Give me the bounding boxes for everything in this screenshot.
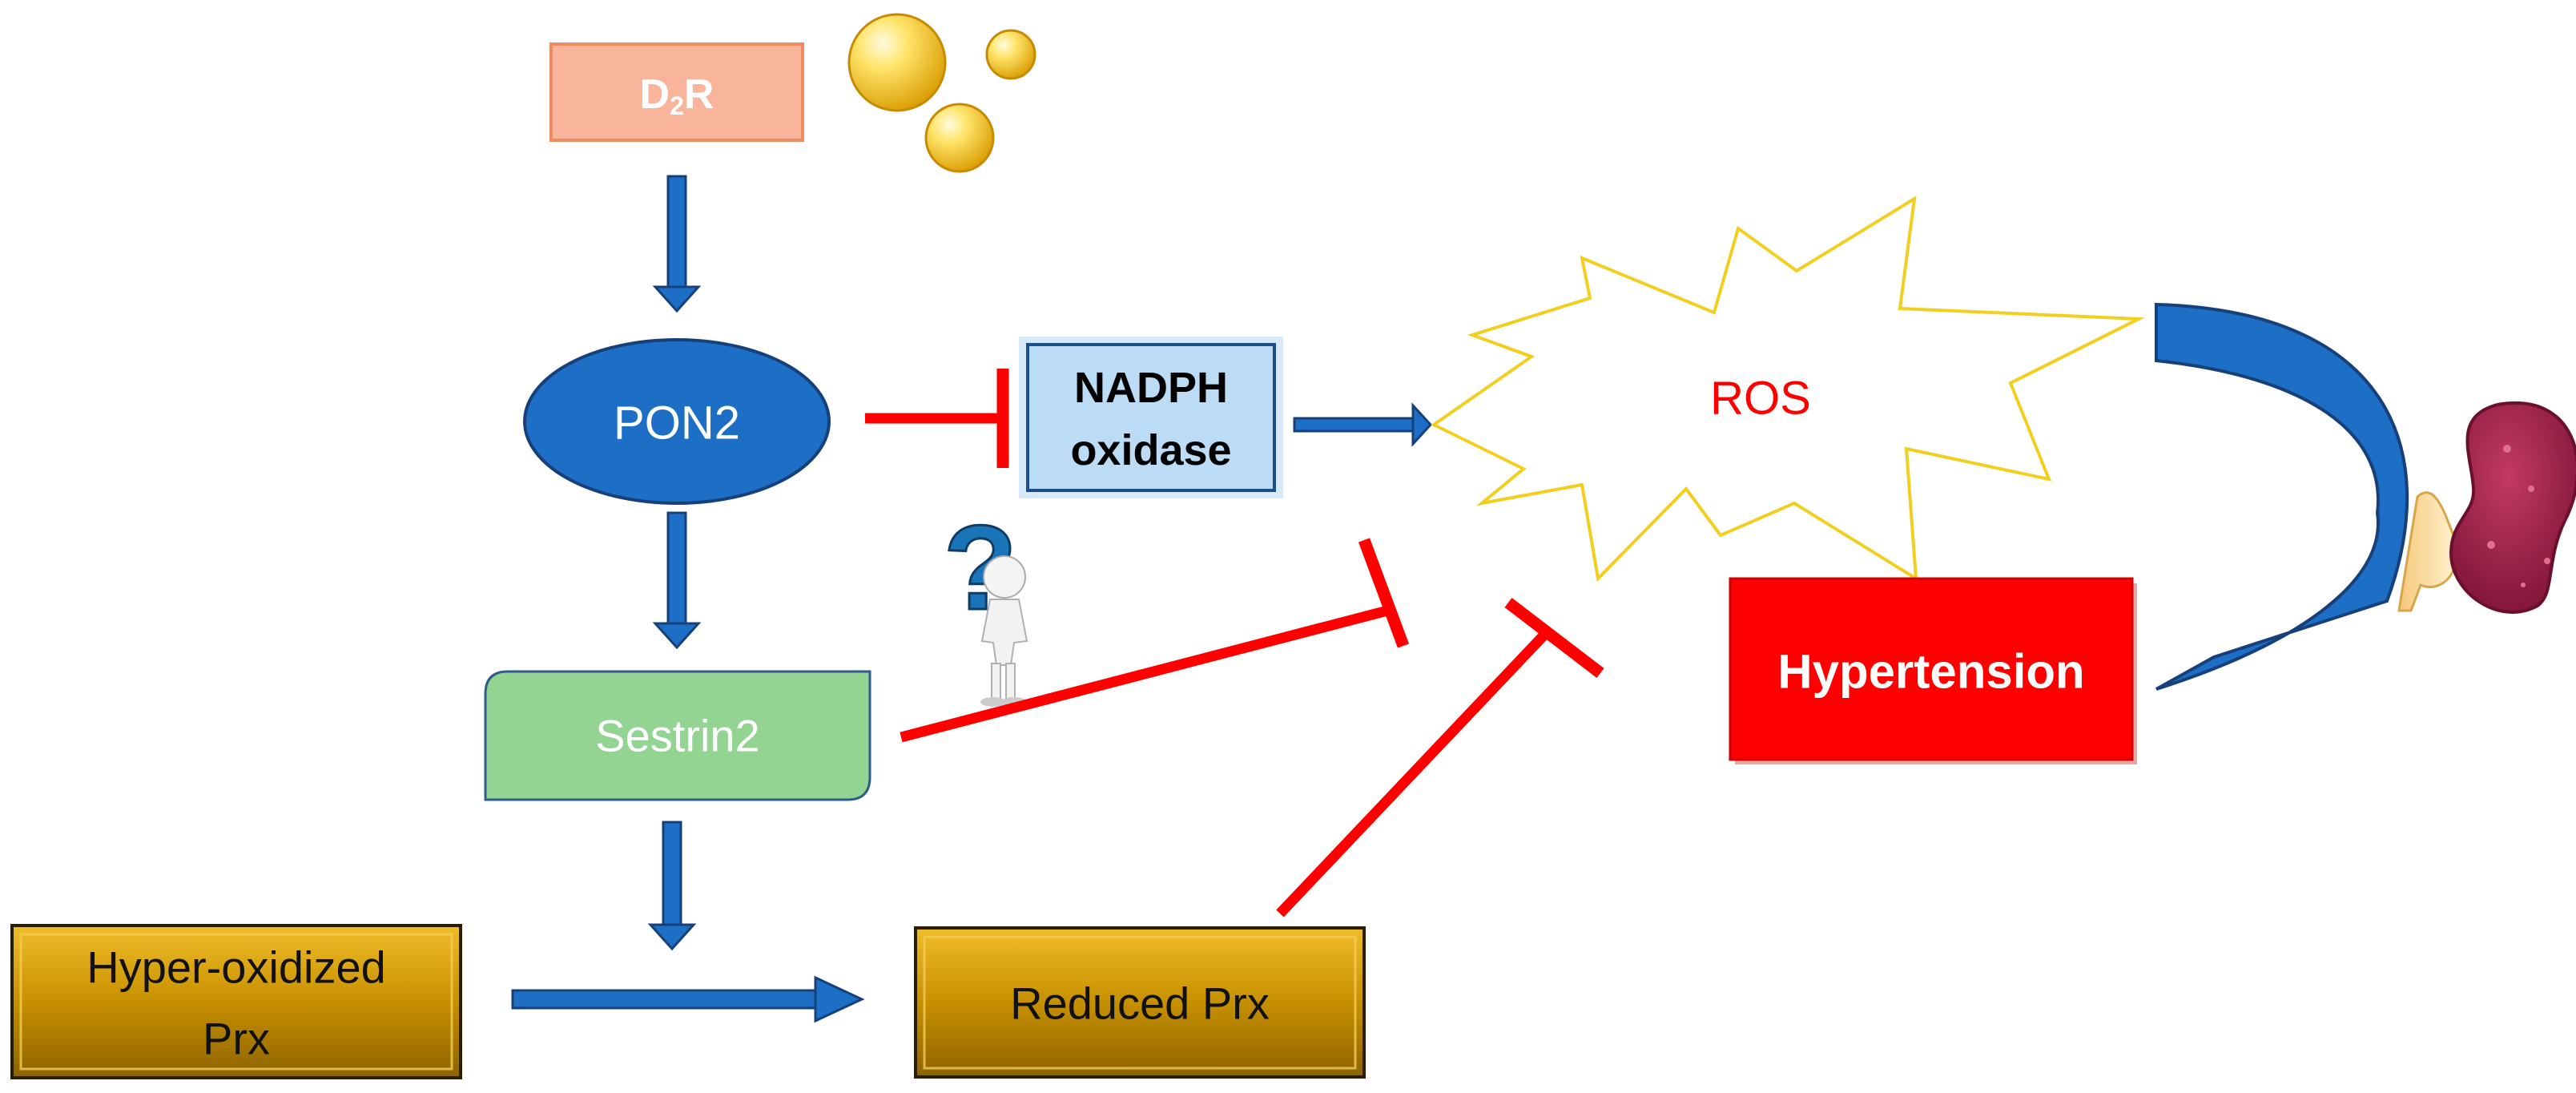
d2r-label-sub: 2: [670, 91, 684, 120]
arrow-d2r-pon2: [652, 175, 702, 313]
sestrin2-node: Sestrin2: [484, 670, 871, 801]
hyper-oxidized-prx-node: Hyper-oxidized Prx: [10, 924, 462, 1079]
hypertension-node: Hypertension: [1729, 577, 2137, 764]
kidney-icon: [2397, 401, 2576, 614]
hypertension-label: Hypertension: [1777, 645, 2084, 699]
reduced-prx-node: Reduced Prx: [914, 926, 1366, 1079]
inhibit-prx-ros: [1276, 598, 1604, 918]
pon2-node: PON2: [523, 338, 831, 505]
reduced-prx-label: Reduced Prx: [1010, 978, 1270, 1029]
inhibit-pon2-nadph: [865, 369, 1009, 468]
sestrin2-label: Sestrin2: [595, 711, 759, 761]
arrow-sestrin2-prx: [647, 821, 697, 951]
ros-label: ROS: [1710, 373, 1811, 425]
arrow-pon2-sestrin2: [652, 511, 702, 650]
hyper-prx-line1: Hyper-oxidized: [87, 942, 386, 993]
bubbles-icon: [847, 13, 1036, 173]
nadph-line2: oxidase: [1070, 426, 1231, 474]
nadph-line1: NADPH: [1074, 364, 1228, 412]
svg-text:D2R: D2R: [640, 71, 714, 120]
arrow-nadph-ros: [1293, 402, 1433, 447]
curved-arrow-ros-hypertension: [2155, 302, 2409, 691]
d2r-node: D2R: [549, 42, 804, 142]
thinking-person-icon: ?: [943, 499, 1028, 707]
d2r-label-main: D: [640, 71, 670, 118]
arrow-hyper-reduced: [511, 975, 865, 1023]
nadph-oxidase-node: NADPH oxidase: [1019, 337, 1283, 498]
hyper-prx-line2: Prx: [203, 1014, 270, 1064]
inhibit-sestrin2-ros: [900, 538, 1410, 743]
d2r-label-end: R: [684, 71, 714, 118]
ros-burst: ROS: [1431, 196, 2145, 583]
pon2-label: PON2: [614, 397, 740, 450]
